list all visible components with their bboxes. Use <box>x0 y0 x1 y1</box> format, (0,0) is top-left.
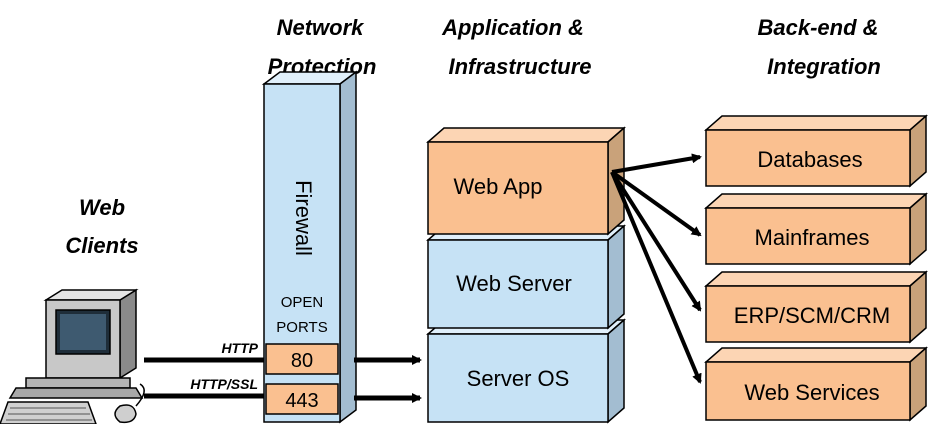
header-network-protection-line1: Network <box>277 15 366 40</box>
backend-erp-scm-crm: ERP/SCM/CRM <box>704 270 928 344</box>
web-app-label: Web App <box>454 174 543 199</box>
header-application-infrastructure: Application & Infrastructure <box>441 15 591 79</box>
backend-web-services: Web Services <box>704 346 928 422</box>
header-application-line2: Infrastructure <box>448 54 591 79</box>
backend-arrows <box>610 153 702 384</box>
header-web-clients-line2: Clients <box>65 233 138 258</box>
mainframes-label: Mainframes <box>755 225 870 250</box>
port-443-label: 443 <box>285 390 318 412</box>
application-stack: Server OS Web Server Web App <box>426 126 626 424</box>
web-app-box: Web App <box>426 126 626 236</box>
backend-databases: Databases <box>704 114 928 188</box>
erp-scm-crm-label: ERP/SCM/CRM <box>734 303 890 328</box>
port-443-box <box>265 383 339 415</box>
backend-mainframes: Mainframes <box>704 192 928 266</box>
header-network-protection: Network Protection <box>268 15 377 79</box>
header-web-clients: Web Clients <box>65 195 138 258</box>
http-label: HTTP <box>221 340 258 356</box>
https-label: HTTP/SSL <box>190 376 258 392</box>
header-backend-integration: Back-end & Integration <box>757 15 880 79</box>
web-services-label: Web Services <box>744 380 879 405</box>
firewall-label: Firewall <box>291 180 316 256</box>
header-application-line1: Application & <box>441 15 584 40</box>
port-80-box <box>265 343 339 375</box>
web-server-label: Web Server <box>456 271 572 296</box>
port-80-label: 80 <box>291 350 313 372</box>
server-os-label: Server OS <box>467 366 570 391</box>
open-ports-label-line1: OPEN <box>281 294 324 311</box>
databases-label: Databases <box>757 147 862 172</box>
open-ports-label-line2: PORTS <box>276 319 327 336</box>
header-backend-line1: Back-end & <box>757 15 878 40</box>
header-web-clients-line1: Web <box>79 195 125 220</box>
web-server-box: Web Server <box>426 224 626 330</box>
computer-icon <box>0 288 145 424</box>
firewall-tower: Firewall OPEN PORTS 80 443 <box>261 70 359 424</box>
server-os-box: Server OS <box>426 318 626 424</box>
header-backend-line2: Integration <box>767 54 881 79</box>
